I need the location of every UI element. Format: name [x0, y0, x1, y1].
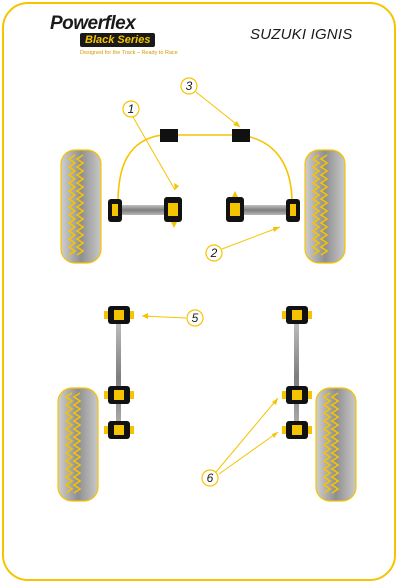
- callout-3: 3: [180, 77, 241, 128]
- rear-right-tyre: [315, 387, 357, 502]
- brand-series: Black Series: [80, 33, 156, 47]
- rear-left-link: [104, 306, 134, 439]
- callout-5-label: 5: [192, 311, 199, 325]
- brand-logo: Powerflex Black Series Designed for the …: [50, 13, 180, 63]
- callout-5: 5: [141, 309, 204, 327]
- callout-2: 2: [205, 226, 281, 262]
- vehicle-title: SUZUKI IGNIS: [250, 26, 353, 43]
- callout-6: 6: [201, 397, 279, 487]
- callout-6-label: 6: [207, 471, 214, 485]
- front-anti-roll-bar: [117, 134, 293, 204]
- rear-left-tyre: [57, 387, 99, 502]
- brand-name: Powerflex: [50, 13, 136, 34]
- anti-roll-bar-bush-right: [232, 129, 250, 142]
- callout-2-label: 2: [210, 246, 218, 260]
- front-left-lower-arm: [108, 197, 182, 228]
- callout-3-label: 3: [186, 79, 193, 93]
- brand-tagline: Designed for the Track – Ready to Race: [80, 50, 178, 56]
- front-right-lower-arm: [226, 191, 300, 222]
- callout-1-label: 1: [128, 102, 135, 116]
- anti-roll-bar-bush-left: [160, 129, 178, 142]
- rear-right-link: [282, 306, 312, 439]
- callout-1: 1: [122, 100, 179, 191]
- front-right-tyre: [304, 149, 346, 264]
- front-left-tyre: [60, 149, 102, 264]
